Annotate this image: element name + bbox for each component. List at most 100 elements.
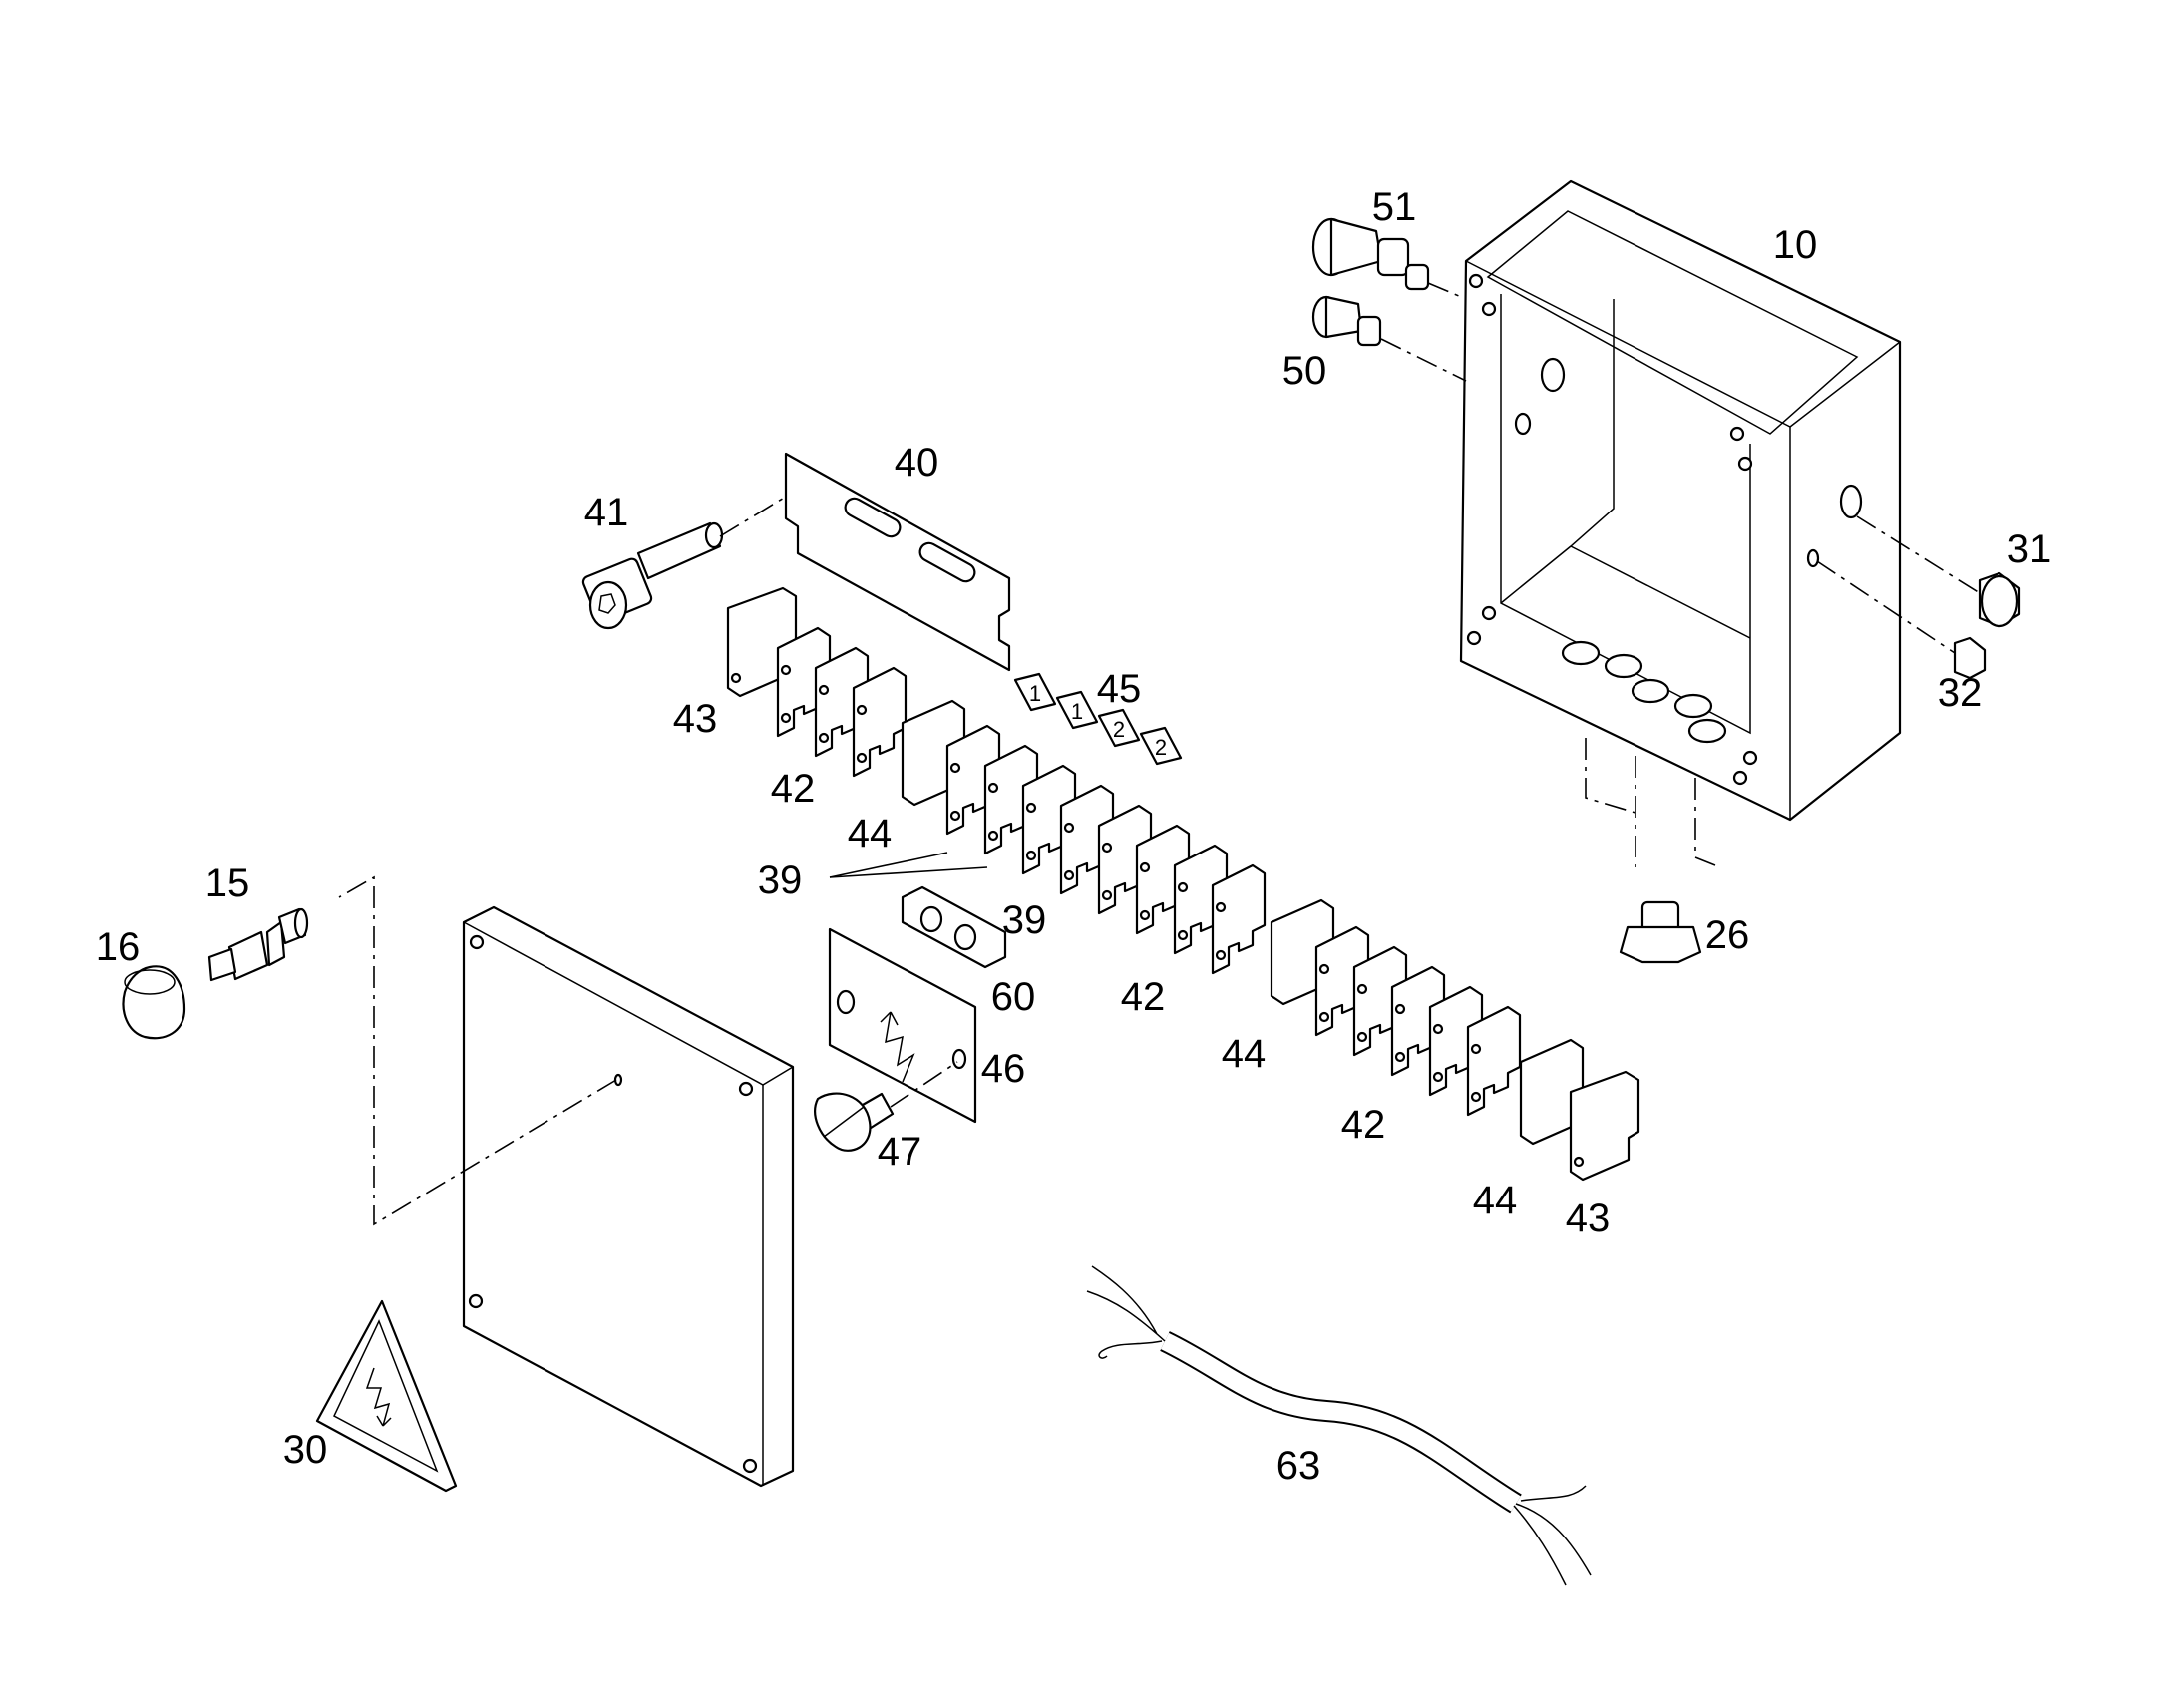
callout-31: 31 — [2006, 527, 2052, 571]
callout-45: 45 — [1096, 667, 1142, 711]
terminal-block-array — [726, 586, 1640, 1182]
din-rail-40 — [784, 452, 1011, 672]
terminal-screw — [1063, 869, 1075, 881]
terminal-block — [1466, 1005, 1522, 1117]
cable-gland-50 — [1311, 295, 1382, 347]
end-cover — [1569, 1070, 1640, 1182]
terminal-screw — [1432, 1071, 1444, 1083]
terminal-block — [945, 724, 1001, 836]
callout-44-bottom: 44 — [1472, 1179, 1518, 1222]
terminal-screw — [1356, 983, 1368, 995]
terminal-block — [1314, 925, 1370, 1037]
callout-47: 47 — [877, 1130, 922, 1174]
terminal-block — [1352, 945, 1408, 1057]
terminal-block — [1021, 764, 1077, 875]
marker-char-3: 2 — [1113, 717, 1125, 742]
callout-42-bottom: 42 — [1340, 1103, 1386, 1147]
callout-42-middle: 42 — [1120, 975, 1166, 1019]
terminal-screw — [1394, 1003, 1406, 1015]
terminal-block — [1173, 844, 1229, 955]
terminal-screw — [1215, 949, 1227, 961]
end-cover-screw — [730, 672, 742, 684]
callout-46: 46 — [980, 1047, 1026, 1091]
terminal-block — [1059, 784, 1115, 895]
terminal-screw — [949, 762, 961, 774]
blanking-plug-32 — [1953, 636, 1987, 680]
warning-plate-46 — [828, 927, 977, 1124]
terminal-screw — [987, 782, 999, 794]
button-cap-16 — [122, 965, 186, 1040]
terminal-block — [1097, 804, 1153, 915]
enclosure-cover — [462, 905, 795, 1488]
end-cover-screw — [1573, 1156, 1585, 1168]
callout-43-top: 43 — [672, 697, 718, 741]
terminal-screw — [1025, 802, 1037, 814]
terminal-screw — [1394, 1051, 1406, 1063]
pushbutton-switch-15 — [207, 907, 309, 982]
terminal-screw — [856, 752, 868, 764]
terminal-screw — [1063, 822, 1075, 834]
marker-char-4: 2 — [1155, 735, 1167, 760]
terminal-screw — [1470, 1091, 1482, 1103]
terminal-screw — [1177, 929, 1189, 941]
blanking-plug-31 — [1978, 571, 2021, 628]
terminal-screw — [1318, 963, 1330, 975]
callout-60: 60 — [990, 975, 1036, 1019]
terminal-screw — [818, 684, 830, 696]
terminal-block — [983, 744, 1039, 855]
callout-50: 50 — [1281, 349, 1327, 393]
warning-triangle-30 — [315, 1299, 458, 1493]
terminal-block — [852, 666, 908, 778]
terminal-screw — [1470, 1043, 1482, 1055]
callout-39-left: 39 — [757, 858, 803, 902]
terminal-block — [814, 646, 870, 758]
terminal-screw — [818, 732, 830, 744]
drain-plug-26 — [1619, 900, 1702, 964]
terminal-block — [1135, 824, 1191, 935]
cable-gland-51 — [1311, 217, 1430, 291]
terminal-screw — [1356, 1031, 1368, 1043]
callout-41: 41 — [583, 491, 629, 534]
cap-screw-41 — [581, 521, 724, 630]
terminal-screw — [1139, 909, 1151, 921]
terminal-screw — [780, 712, 792, 724]
callout-10: 10 — [1772, 223, 1818, 267]
marker-char-1: 1 — [1029, 681, 1041, 706]
terminal-block — [1211, 863, 1267, 975]
callout-15: 15 — [204, 861, 250, 905]
marker-char-2: 1 — [1071, 699, 1083, 724]
terminal-screw — [949, 810, 961, 822]
callout-40: 40 — [894, 441, 939, 485]
callout-51: 51 — [1371, 185, 1417, 229]
callout-26: 26 — [1704, 913, 1750, 957]
terminal-screw — [856, 704, 868, 716]
jumper-bar-60 — [901, 885, 1007, 969]
screw-47 — [814, 1092, 895, 1152]
terminal-screw — [780, 664, 792, 676]
callout-39-right: 39 — [1001, 898, 1047, 942]
terminal-block — [776, 626, 832, 738]
terminal-screw — [1215, 901, 1227, 913]
terminal-screw — [1025, 850, 1037, 861]
terminal-screw — [1177, 881, 1189, 893]
marker-strip-45: 1 1 2 2 — [1013, 672, 1183, 766]
terminal-screw — [987, 830, 999, 842]
enclosure-box — [1459, 179, 1902, 867]
terminal-screw — [1432, 1023, 1444, 1035]
terminal-block — [1428, 985, 1484, 1097]
terminal-screw — [1318, 1011, 1330, 1023]
cable-63 — [1086, 1265, 1592, 1586]
callout-16: 16 — [95, 925, 141, 969]
callout-44-top: 44 — [847, 812, 893, 855]
terminal-screw — [1101, 889, 1113, 901]
terminal-screw — [1139, 861, 1151, 873]
callout-42-top: 42 — [770, 767, 816, 811]
callout-43-bottom: 43 — [1565, 1196, 1611, 1240]
callout-63: 63 — [1275, 1444, 1321, 1488]
callout-32: 32 — [1937, 671, 1983, 715]
callout-30: 30 — [282, 1428, 328, 1472]
terminal-screw — [1101, 842, 1113, 854]
callout-44-middle: 44 — [1221, 1032, 1267, 1076]
